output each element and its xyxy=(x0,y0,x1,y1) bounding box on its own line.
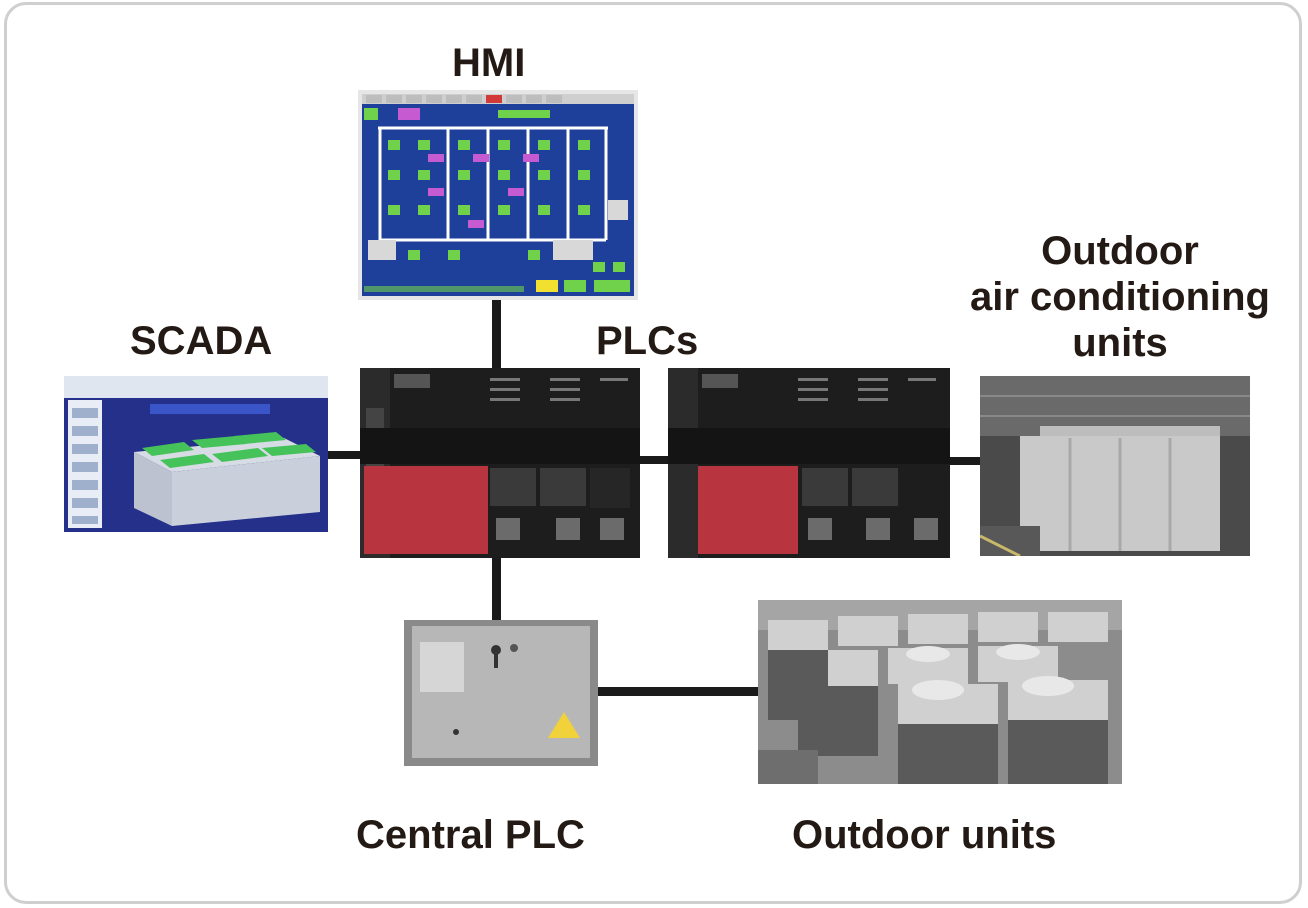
connector-plc-central-plc xyxy=(492,556,501,620)
hmi-label: HMI xyxy=(452,41,526,85)
plc-unit-1-image xyxy=(360,368,640,558)
outdoor-ac-label-line1: Outdoor xyxy=(1041,229,1199,273)
central-plc-label: Central PLC xyxy=(356,813,585,857)
connector-central-plc-outdoor-units xyxy=(596,687,758,696)
outdoor-ac-label: Outdoor air conditioning units xyxy=(950,228,1290,366)
scada-label: SCADA xyxy=(130,319,273,363)
connector-scada-plc xyxy=(326,451,362,459)
connector-hmi-plc xyxy=(492,298,501,368)
outdoor-ac-label-line3: units xyxy=(1072,321,1168,365)
connector-plc-outdoor-ac xyxy=(948,457,982,465)
hmi-screen-image xyxy=(358,90,638,300)
plc-unit-2-image xyxy=(668,368,950,558)
central-plc-image xyxy=(404,620,598,766)
plcs-label: PLCs xyxy=(596,319,699,363)
outdoor-units-image xyxy=(758,600,1122,784)
outdoor-ac-units-image xyxy=(980,376,1250,556)
connector-plc-plc xyxy=(640,456,670,464)
scada-screen-image xyxy=(64,376,328,532)
outdoor-ac-label-line2: air conditioning xyxy=(970,275,1270,319)
outdoor-units-label: Outdoor units xyxy=(792,813,1057,857)
